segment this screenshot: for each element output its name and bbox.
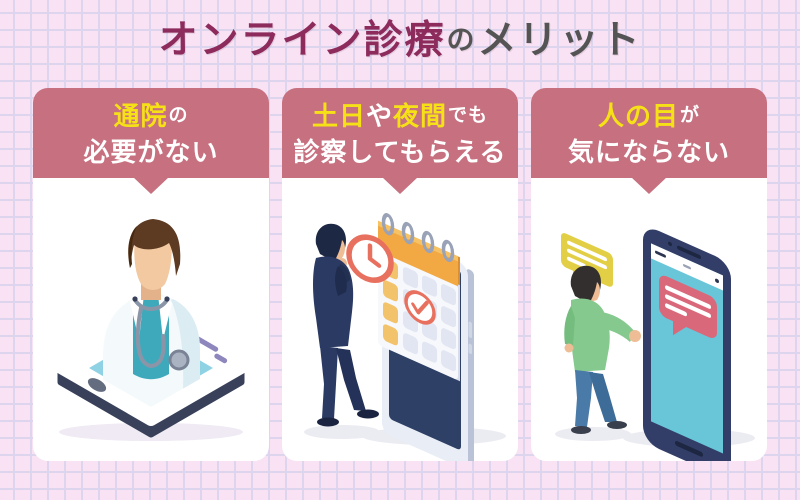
- card-body-2: [282, 178, 518, 461]
- smartphone-figure: [643, 229, 731, 461]
- title-particle: の: [446, 24, 477, 55]
- benefit-heading-3: 人の目が 気にならない: [531, 88, 767, 194]
- banner-pointer-icon: [631, 177, 667, 194]
- benefit-cards: 通院の 必要がない: [33, 88, 767, 461]
- heading-highlight: 人の目: [597, 101, 679, 131]
- banner-pointer-icon: [382, 177, 418, 194]
- heading-highlight: 通院: [113, 101, 168, 131]
- heading-particle-2: でも: [448, 105, 489, 126]
- calendar-figure: [378, 213, 460, 382]
- heading-highlight-2: 夜間: [393, 101, 448, 131]
- doctor-figure: [103, 219, 200, 407]
- heading-particle: の: [168, 105, 189, 126]
- heading-line-1: 人の目が: [598, 98, 700, 134]
- heading-particle: や: [365, 101, 393, 131]
- heading-line-2: 診察してもらえる: [293, 137, 507, 167]
- thinking-man-figure: [313, 223, 379, 427]
- benefit-heading-1: 通院の 必要がない: [33, 88, 269, 194]
- clock-icon: [346, 234, 394, 283]
- heading-particle: が: [680, 105, 701, 126]
- benefit-card-weekend-night-consultation: 土日や夜間でも 診察してもらえる: [282, 88, 518, 461]
- card-body-3: [531, 178, 767, 461]
- title-highlight: オンライン診療: [158, 18, 446, 62]
- heading-line-1: 通院の: [113, 98, 188, 134]
- benefit-heading-2: 土日や夜間でも 診察してもらえる: [282, 88, 518, 194]
- standing-person-figure: [564, 265, 641, 434]
- heading-line-2: 気にならない: [567, 137, 730, 167]
- banner-pointer-icon: [133, 177, 169, 194]
- benefit-card-no-hospital-visit: 通院の 必要がない: [33, 88, 269, 461]
- page-title: オンライン診療 の メリット: [0, 0, 800, 80]
- card-body-1: [33, 178, 269, 461]
- anonymous-chat-smartphone-illustration: [555, 229, 755, 461]
- heading-line-1: 土日や夜間でも: [312, 98, 488, 134]
- heading-highlight: 土日: [311, 101, 366, 131]
- chat-bubble-yellow-icon: [561, 233, 613, 287]
- doctor-in-smartphone-illustration: [55, 219, 247, 441]
- appointment-calendar-smartphone-illustration: [304, 213, 506, 461]
- benefit-card-privacy: 人の目が 気にならない: [531, 88, 767, 461]
- title-suffix: メリット: [477, 18, 642, 62]
- heading-line-2: 必要がない: [83, 137, 219, 167]
- chat-bubble-red-icon: [659, 275, 717, 339]
